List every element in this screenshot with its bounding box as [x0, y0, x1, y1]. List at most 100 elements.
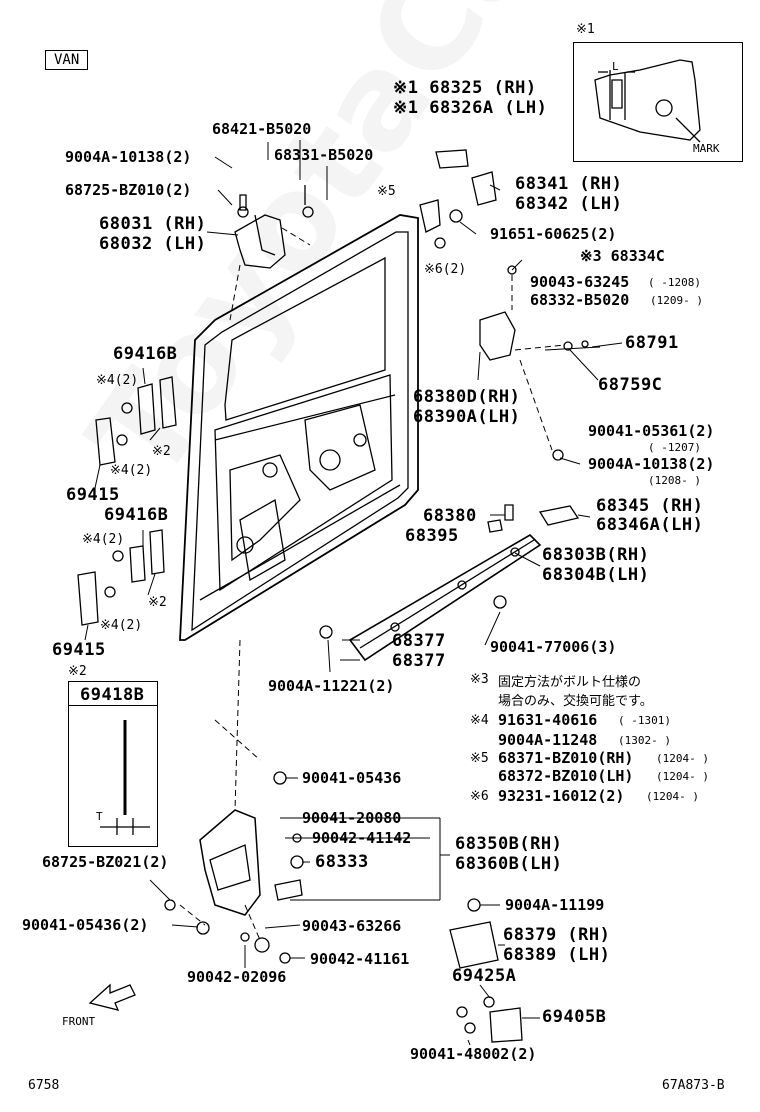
note-4-c: ※4(2)	[82, 532, 125, 547]
label-68759c: 68759C	[598, 375, 663, 395]
label-68725-bz021: 68725-BZ021(2)	[42, 853, 169, 871]
front-arrow	[88, 983, 136, 1011]
label-90041-20080: 90041-20080	[302, 809, 402, 827]
label-68791: 68791	[625, 333, 679, 353]
inset2-part: 69418B	[80, 685, 145, 705]
label-68389: 68389 (LH)	[503, 945, 611, 965]
note-5-part1: 68371-BZ010(RH)	[498, 749, 634, 767]
inset1-callout: MARK	[693, 142, 720, 155]
label-69425a: 69425A	[452, 966, 517, 986]
label-68342: 68342 (LH)	[515, 194, 623, 214]
label-68345: 68345 (RH)	[596, 496, 704, 516]
label-68360b: 68360B(LH)	[455, 854, 563, 874]
label-68334c: ※3 68334C	[580, 247, 665, 265]
label-68341: 68341 (RH)	[515, 174, 623, 194]
label-90043-63245: 90043-63245	[530, 273, 630, 291]
note-5-mark: ※5	[377, 184, 396, 199]
dashed-lines	[179, 227, 566, 941]
label-69416b-a: 69416B	[113, 344, 178, 364]
roller-parts	[419, 149, 589, 533]
inset1-mark: ※1	[576, 22, 595, 37]
label-69416b-b: 69416B	[104, 505, 169, 525]
door-stoppers	[77, 376, 177, 626]
note-4-date1: ( -1301)	[618, 714, 671, 727]
label-69415-a: 69415	[66, 485, 120, 505]
label-68032: 68032 (LH)	[99, 234, 207, 254]
footer-right: 67A873-B	[662, 1078, 725, 1093]
label-68031: 68031 (RH)	[99, 214, 207, 234]
label-90042-41161: 90042-41161	[310, 950, 410, 968]
date-90043-63245: ( -1208)	[648, 276, 701, 289]
label-68390a: 68390A(LH)	[413, 407, 521, 427]
note-6-date1: (1204- )	[646, 790, 699, 803]
inset1-drawing	[594, 59, 701, 143]
note-5-date2: (1204- )	[656, 770, 709, 783]
label-90041-77006: 90041-77006(3)	[490, 638, 617, 656]
inset2-box	[68, 681, 158, 847]
label-9004a-10138-b: 9004A-10138(2)	[588, 455, 715, 473]
note-4-part2: 9004A-11248	[498, 731, 598, 749]
label-9004a-11199: 9004A-11199	[505, 896, 605, 914]
label-90041-05361: 90041-05361(2)	[588, 422, 715, 440]
lower-rail	[319, 533, 542, 662]
note-3-line2: 場合のみ、交換可能です。	[498, 694, 653, 709]
van-label: VAN	[54, 52, 80, 68]
van-badge: VAN	[45, 50, 89, 70]
note-2-a: ※2	[152, 444, 171, 459]
note-2-b: ※2	[148, 595, 167, 610]
note-5-date1: (1204- )	[656, 752, 709, 765]
label-68379: 68379 (RH)	[503, 925, 611, 945]
label-9004a-10138-a: 9004A-10138(2)	[65, 148, 192, 166]
label-90042-41142: 90042-41142	[312, 829, 412, 847]
label-68395: 68395	[405, 526, 459, 546]
note-3-line1: 固定方法がボルト仕様の	[498, 675, 642, 690]
label-91651: 91651-60625(2)	[490, 225, 617, 243]
lower-hinge	[164, 771, 304, 964]
label-68421: 68421-B5020	[212, 120, 312, 138]
label-90041-05436: 90041-05436	[302, 769, 402, 787]
note-4-mark: ※4	[470, 713, 489, 728]
label-68380d: 68380D(RH)	[413, 387, 521, 407]
inset2-mark: ※2	[68, 664, 87, 679]
date-9004a-10138-b: (1208- )	[648, 474, 701, 487]
note-6-count: ※6(2)	[424, 262, 467, 277]
note-6-mark: ※6	[470, 789, 489, 804]
note-4-date2: (1302- )	[618, 734, 671, 747]
label-68377-b: 68377	[392, 651, 446, 671]
upper-hinge	[234, 185, 314, 269]
front-label: FRONT	[62, 1015, 96, 1028]
label-68380: 68380	[423, 506, 477, 526]
label-68350b: 68350B(RH)	[455, 834, 563, 854]
note-4-part1: 91631-40616	[498, 711, 598, 729]
label-90042-02096: 90042-02096	[187, 968, 287, 986]
inset2-dim: T	[96, 810, 103, 823]
note-4-d: ※4(2)	[100, 618, 143, 633]
label-90041-48002: 90041-48002(2)	[410, 1045, 537, 1063]
label-68326a: ※1 68326A (LH)	[393, 98, 548, 118]
label-68304b: 68304B(LH)	[542, 565, 650, 585]
label-68333: 68333	[315, 852, 369, 872]
label-90043-63266: 90043-63266	[302, 917, 402, 935]
inset1-dim: L	[612, 60, 619, 73]
label-68303b: 68303B(RH)	[542, 545, 650, 565]
date-90041-05361: ( -1207)	[648, 441, 701, 454]
label-9004a-11221: 9004A-11221(2)	[268, 677, 395, 695]
label-68332: 68332-B5020	[530, 291, 630, 309]
footer-left: 6758	[28, 1078, 60, 1093]
leader-lines	[84, 140, 623, 1046]
label-90041-05436-b: 90041-05436(2)	[22, 916, 149, 934]
note-4-a: ※4(2)	[96, 373, 139, 388]
label-68346a: 68346A(LH)	[596, 515, 704, 535]
date-68332: (1209- )	[650, 294, 703, 307]
label-68377-a: 68377	[392, 631, 446, 651]
label-68725-bz010: 68725-BZ010(2)	[65, 181, 192, 199]
label-69405b: 69405B	[542, 1007, 607, 1027]
inset1-box	[573, 42, 743, 162]
note-4-b: ※4(2)	[110, 463, 153, 478]
inset2-drawing	[100, 720, 150, 835]
door-frame	[179, 214, 419, 641]
note-5-mark-legend: ※5	[470, 751, 489, 766]
note-6-part1: 93231-16012(2)	[498, 787, 625, 805]
